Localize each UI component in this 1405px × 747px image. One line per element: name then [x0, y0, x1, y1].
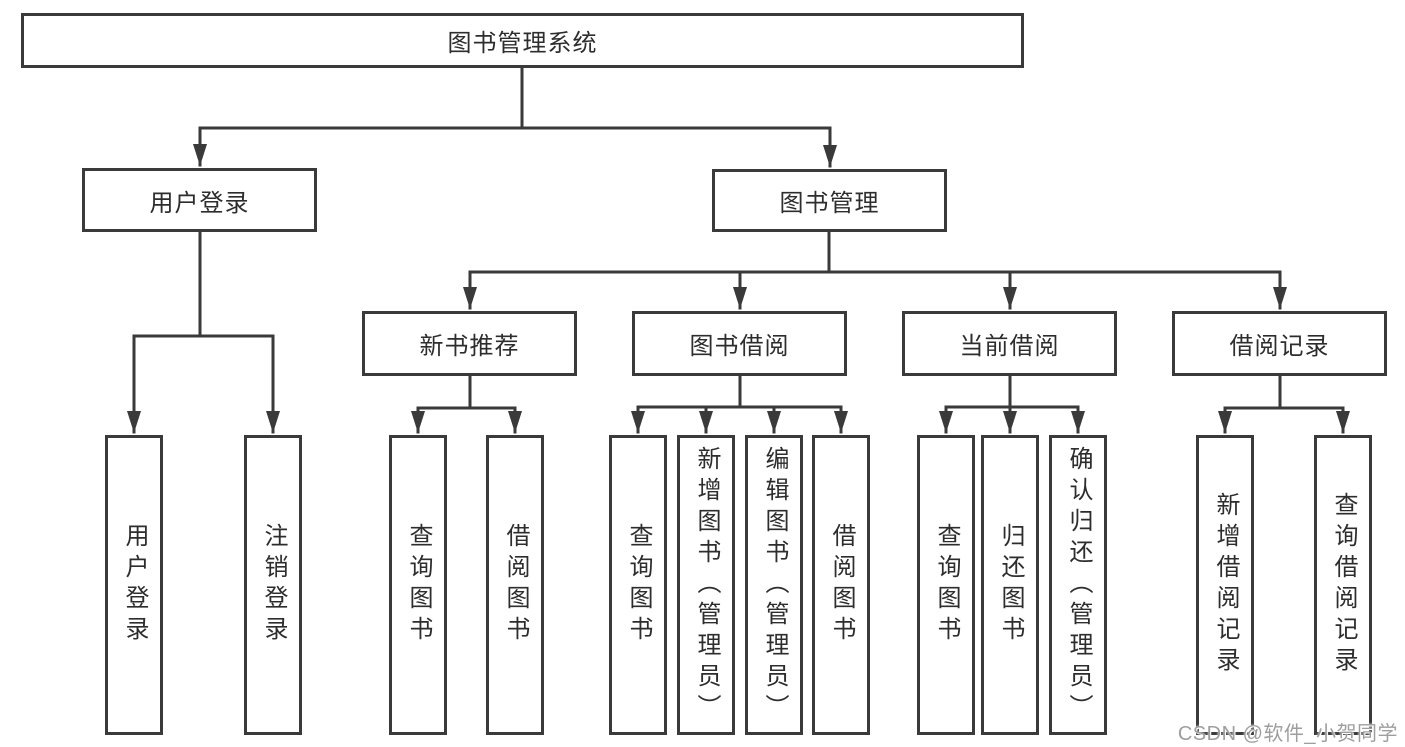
- node-root: 图书管理系统: [21, 13, 1024, 68]
- leaf-query-books-recommend: 查询图书: [389, 435, 447, 735]
- connector-current-stem: [944, 374, 1080, 409]
- node-book-borrow: 图书借阅: [632, 311, 847, 376]
- leaf-query-books-recommend-label: 查询图书: [405, 523, 432, 647]
- leaf-confirm-return-admin: 确认归还（管理员）: [1049, 435, 1107, 735]
- leaf-return-books: 归还图书: [981, 435, 1039, 735]
- leaf-query-books-current: 查询图书: [917, 435, 975, 735]
- leaf-query-borrow-record: 查询借阅记录: [1314, 435, 1372, 735]
- connector-root-stem: [198, 66, 832, 130]
- watermark: CSDN @软件_小贺同学: [1177, 723, 1398, 745]
- node-user-login: 用户登录: [82, 168, 317, 232]
- node-new-book-recommend: 新书推荐: [362, 311, 577, 376]
- leaf-return-books-label: 归还图书: [997, 523, 1024, 647]
- leaf-borrow-books-recommend-label: 借阅图书: [502, 523, 529, 647]
- leaf-logout-login-label: 注销登录: [260, 523, 287, 647]
- node-current-borrow-label: 当前借阅: [959, 333, 1060, 360]
- leaf-edit-book-admin: 编辑图书（管理员）: [745, 435, 803, 735]
- leaf-borrow-books: 借阅图书: [812, 435, 870, 735]
- node-book-borrow-label: 图书借阅: [689, 333, 790, 360]
- connector-userlogin-stem: [132, 230, 275, 338]
- leaf-edit-book-admin-label: 编辑图书（管理员）: [761, 445, 788, 725]
- leaf-query-books-current-label: 查询图书: [933, 523, 960, 647]
- node-user-login-label: 用户登录: [149, 189, 250, 217]
- leaf-add-borrow-record: 新增借阅记录: [1196, 435, 1254, 735]
- leaf-logout-login: 注销登录: [244, 435, 302, 735]
- leaf-confirm-return-admin-label: 确认归还（管理员）: [1065, 445, 1092, 725]
- leaf-add-book-admin: 新增图书（管理员）: [677, 435, 735, 735]
- leaf-add-book-admin-label: 新增图书（管理员）: [693, 445, 720, 725]
- leaf-add-borrow-record-label: 新增借阅记录: [1212, 492, 1239, 678]
- connector-records-stem: [1223, 374, 1345, 410]
- leaf-user-login: 用户登录: [105, 435, 163, 735]
- leaf-borrow-books-label: 借阅图书: [828, 523, 855, 647]
- node-root-label: 图书管理系统: [447, 30, 598, 57]
- node-borrow-records: 借阅记录: [1172, 311, 1387, 376]
- node-new-book-recommend-label: 新书推荐: [419, 333, 520, 360]
- leaf-query-books-borrow-label: 查询图书: [625, 523, 652, 647]
- node-borrow-records-label: 借阅记录: [1229, 333, 1330, 360]
- node-book-management-label: 图书管理: [779, 190, 880, 217]
- connector-borrow-stem: [636, 374, 843, 409]
- connector-newbook-stem: [416, 374, 517, 410]
- connector-bookmgmt-stem: [468, 230, 1282, 274]
- leaf-borrow-books-recommend: 借阅图书: [486, 435, 544, 735]
- node-book-management: 图书管理: [712, 169, 947, 232]
- leaf-query-books-borrow: 查询图书: [609, 435, 667, 735]
- leaf-user-login-label: 用户登录: [121, 523, 148, 647]
- node-current-borrow: 当前借阅: [902, 311, 1117, 376]
- leaf-query-borrow-record-label: 查询借阅记录: [1330, 492, 1357, 678]
